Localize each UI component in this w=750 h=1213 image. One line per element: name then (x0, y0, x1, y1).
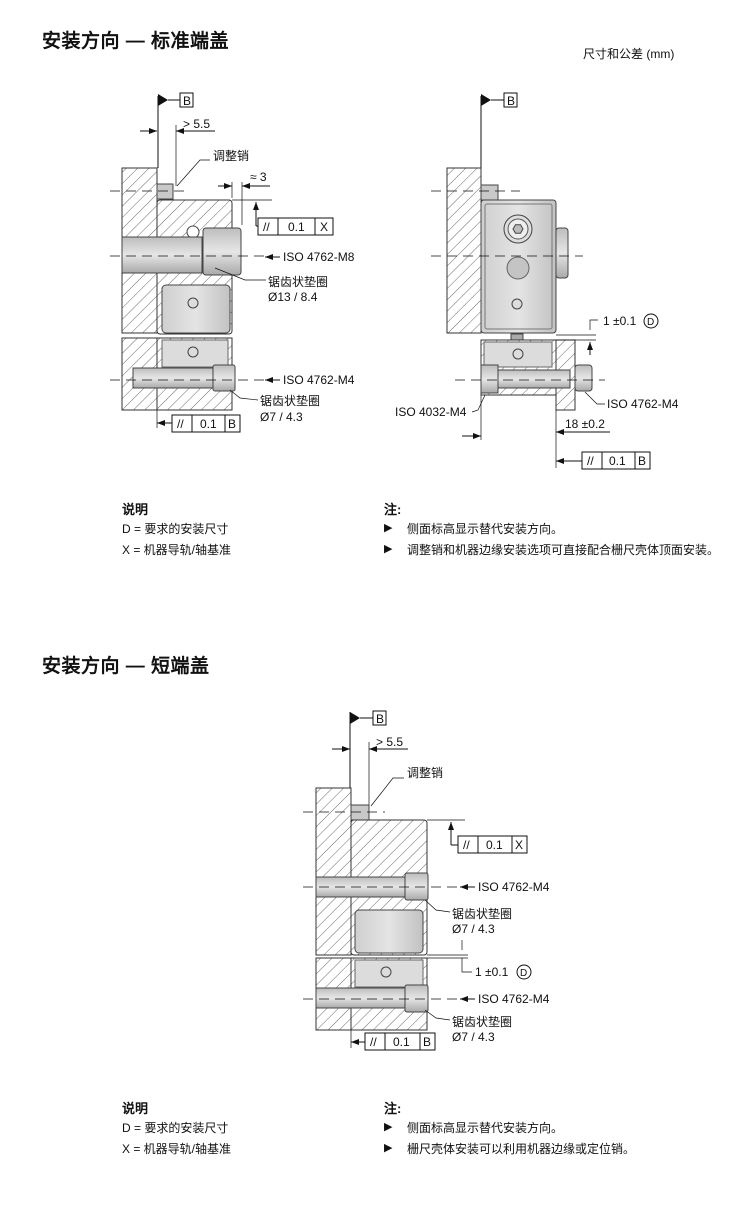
washer-label: 锯齿状垫圈 (452, 906, 512, 921)
svg-text:0.1: 0.1 (200, 417, 217, 431)
tolerance-frame-b: // 0.1 B (171, 414, 241, 433)
notes-title: 注: (384, 1101, 402, 1116)
washer-size: Ø13 / 8.4 (268, 290, 318, 304)
distance-dimension: 18 ±0.2 (565, 417, 605, 431)
datum-flag-icon (350, 712, 360, 724)
svg-text:B: B (638, 454, 646, 468)
bullet-icon: ▶ (384, 1121, 393, 1133)
legend-item: X = 机器导轨/轴基准 (122, 543, 232, 557)
pin-label: 调整销 (407, 765, 443, 780)
offset-dimension: 1 ±0.1 (603, 314, 637, 328)
approx-dimension: ≈ 3 (250, 170, 267, 184)
svg-text:B: B (423, 1035, 431, 1049)
washer-label: 锯齿状垫圈 (260, 393, 320, 408)
gap-dimension: > 5.5 (183, 117, 210, 131)
diagram-standard-cap-side: B > 5.5 调整销 ≈ 3 (110, 92, 355, 433)
svg-text:0.1: 0.1 (288, 220, 305, 234)
gap-dimension: > 5.5 (376, 735, 403, 749)
bullet-icon: ▶ (384, 522, 393, 534)
svg-text:B: B (228, 417, 236, 431)
bullet-icon: ▶ (384, 1142, 393, 1154)
washer-label: 锯齿状垫圈 (452, 1014, 512, 1029)
svg-text://: // (263, 220, 270, 234)
washer-size: Ø7 / 4.3 (452, 922, 495, 936)
units-note: 尺寸和公差 (mm) (583, 47, 675, 61)
notes-title: 注: (384, 502, 402, 517)
svg-text://: // (370, 1035, 377, 1049)
legend-item: D = 要求的安装尺寸 (122, 522, 229, 536)
datum-flag-icon (158, 94, 168, 106)
legend-title: 说明 (122, 1101, 149, 1116)
svg-text:0.1: 0.1 (393, 1035, 410, 1049)
offset-dimension: 1 ±0.1 (475, 965, 509, 979)
tolerance-frame-b: // 0.1 B (581, 451, 651, 470)
screw-m4-label: ISO 4762-M4 (283, 373, 355, 387)
tolerance-frame-x: // 0.1 X (257, 217, 334, 236)
svg-text:X: X (515, 838, 523, 852)
ref-d-badge: D (647, 317, 654, 328)
screw-bottom-label: ISO 4762-M4 (478, 992, 550, 1006)
washer-label: 锯齿状垫圈 (268, 274, 328, 289)
svg-text:X: X (320, 220, 328, 234)
note-item: 侧面标高显示替代安装方向。 (407, 1121, 564, 1135)
legend-title: 说明 (122, 502, 149, 517)
hex-socket-icon (512, 224, 524, 234)
note-item: 栅尺壳体安装可以利用机器边缘或定位销。 (407, 1142, 636, 1156)
screw-m4-label: ISO 4762-M4 (607, 397, 679, 411)
pin-label: 调整销 (213, 148, 249, 163)
legend-item: D = 要求的安装尺寸 (122, 1121, 229, 1135)
note-item: 调整销和机器边缘安装选项可直接配合栅尺壳体顶面安装。 (407, 543, 720, 557)
datum-flag-icon (481, 94, 491, 106)
section1-title: 安装方向 — 标准端盖 (42, 31, 230, 52)
diagram-standard-cap-front: B 1 ±0.1 D ISO 4032-M4 ISO 4762-M4 (395, 92, 679, 470)
diagram-short-cap: B > 5.5 调整销 // 0.1 X ISO 4 (303, 710, 550, 1051)
washer-size: Ø7 / 4.3 (260, 410, 303, 424)
screw-m8-label: ISO 4762-M8 (283, 250, 355, 264)
svg-text://: // (587, 454, 594, 468)
ref-d-badge: D (520, 968, 527, 979)
section2-title: 安装方向 — 短端盖 (42, 656, 210, 677)
svg-text:0.1: 0.1 (486, 838, 503, 852)
bullet-icon: ▶ (384, 543, 393, 555)
screw-top-label: ISO 4762-M4 (478, 880, 550, 894)
datum-label: B (507, 94, 515, 108)
svg-text:0.1: 0.1 (609, 454, 626, 468)
svg-text://: // (463, 838, 470, 852)
svg-text://: // (177, 417, 184, 431)
datum-label: B (183, 94, 191, 108)
note-item: 侧面标高显示替代安装方向。 (407, 522, 564, 536)
washer-size: Ø7 / 4.3 (452, 1030, 495, 1044)
datum-label: B (376, 712, 384, 726)
legend-item: X = 机器导轨/轴基准 (122, 1142, 232, 1156)
tolerance-frame-x: // 0.1 X (457, 835, 528, 854)
tolerance-frame-b: // 0.1 B (364, 1032, 436, 1051)
nut-label: ISO 4032-M4 (395, 405, 467, 419)
